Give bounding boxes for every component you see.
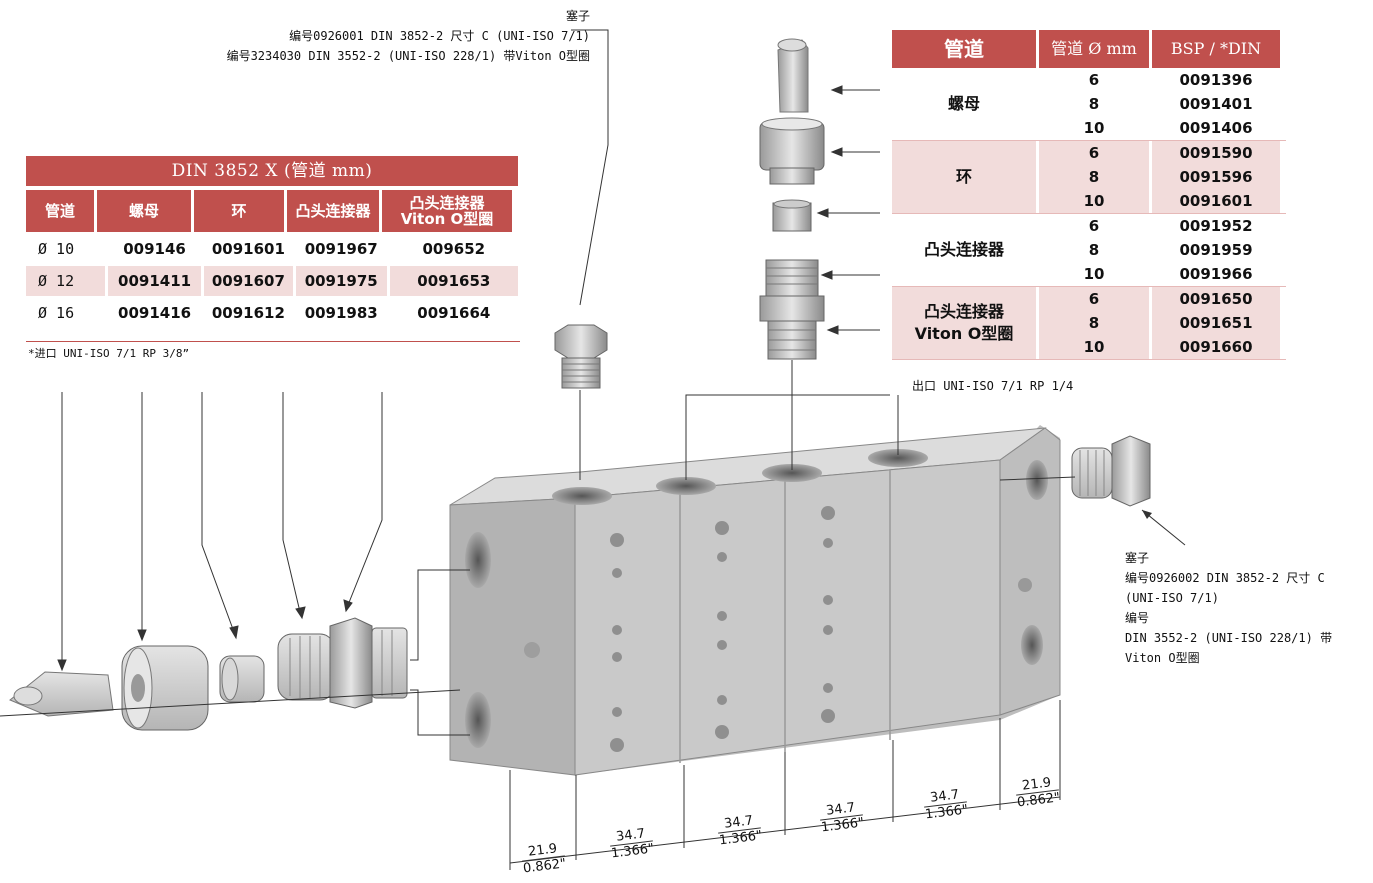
group-sizes: 6 8 10 [1039,68,1149,140]
table-cell: 0091416 [118,304,192,322]
group-sizes: 6 8 10 [1039,141,1149,213]
right-table-header: 管道 管道 Ø mm BSP / *DIN [892,30,1286,68]
code-cell: 0091401 [1179,95,1253,113]
dimension-lines [509,700,1061,870]
group-codes: 0091650 0091651 0091660 [1152,287,1280,359]
table-cell: 009652 [422,240,486,258]
size-cell: 8 [1088,168,1100,186]
code-cell: 0091590 [1179,144,1253,162]
top-plug-line1: 编号0926001 DIN 3852-2 尺寸 C (UNI-ISO 7/1) [289,29,590,43]
code-cell: 0091396 [1179,71,1253,89]
right-table-note: 出口 UNI-ISO 7/1 RP 1/4 [912,379,1074,393]
left-table-header: 管道 螺母 环 凸头连接器 凸头连接器 Viton O型圈 [26,190,518,232]
size-cell: 8 [1088,314,1100,332]
right-header-pipe: 管道 [892,30,1036,68]
group-sizes: 6 8 10 [1039,287,1149,359]
code-cell: 0091650 [1179,290,1253,308]
top-plug-title: 塞子 [565,9,590,23]
table-cell: Ø 10 [38,240,75,258]
left-header-male-connector: 凸头连接器 [287,190,379,232]
group-name: 凸头连接器 Viton O型圈 [892,287,1036,359]
top-plug-annotation: 塞子 编号0926001 DIN 3852-2 尺寸 C (UNI-ISO 7/… [150,6,590,66]
table-cell: 0091664 [417,304,491,322]
right-plug-line5: Viton O型圈 [1125,651,1200,665]
table-cell: 0091612 [211,304,285,322]
code-cell: 0091596 [1179,168,1253,186]
size-cell: 10 [1083,265,1105,283]
right-header-diameter: 管道 Ø mm [1039,30,1149,68]
size-cell: 6 [1088,144,1100,162]
table-cell: 009146 [123,240,186,258]
code-cell: 0091601 [1179,192,1253,210]
dimension-label: 34.7 1.366" [922,786,969,823]
right-plug [1071,435,1151,507]
code-cell: 0091952 [1179,217,1253,235]
code-cell: 0091966 [1179,265,1253,283]
left-parts-table: DIN 3852 X (管道 mm) 管道 螺母 环 凸头连接器 凸头连接器 V… [26,156,518,328]
group-name: 环 [892,141,1036,213]
code-cell: 0091660 [1179,338,1253,356]
vertical-fitting-stack [759,38,825,360]
left-header-male-connector-oring: 凸头连接器 Viton O型圈 [382,190,512,232]
table-cell: 0091653 [389,266,518,296]
table-cell: 0091975 [295,266,387,296]
group-codes: 0091952 0091959 0091966 [1152,214,1280,286]
size-cell: 6 [1088,290,1100,308]
left-header-pipe: 管道 [26,190,94,232]
top-plug [554,324,608,389]
dimension-label: 34.7 1.366" [608,825,655,862]
size-cell: 10 [1083,119,1105,137]
right-plug-line2: (UNI-ISO 7/1) [1125,591,1219,605]
right-parts-table: 管道 管道 Ø mm BSP / *DIN 螺母 6 8 10 0091396 … [892,30,1286,360]
left-table-rule [26,341,520,342]
dimension-label: 34.7 1.366" [818,799,865,836]
dimension-label: 21.9 0.862" [1014,774,1061,811]
right-plug-line4: DIN 3552-2 (UNI-ISO 228/1) 带 [1125,631,1333,645]
size-cell: 8 [1088,95,1100,113]
right-header-bsp: BSP / *DIN [1152,30,1280,68]
right-plug-line1: 编号0926002 DIN 3852-2 尺寸 C [1125,571,1325,585]
table-cell: 0091607 [203,266,293,296]
right-table-group: 环 6 8 10 0091590 0091596 0091601 [892,141,1286,214]
group-name: 螺母 [947,94,980,113]
right-plug-line3: 编号 [1125,611,1150,625]
size-cell: 6 [1088,71,1100,89]
table-row: Ø 12 0091411 0091607 0091975 0091653 [26,266,518,296]
table-cell: Ø 12 [26,266,106,296]
right-table-group: 螺母 6 8 10 0091396 0091401 0091406 [892,68,1286,141]
size-cell: 6 [1088,217,1100,235]
left-table-note: *进口 UNI-ISO 7/1 RP 3/8” [28,347,190,360]
size-cell: 10 [1083,338,1105,356]
code-cell: 0091651 [1179,314,1253,332]
table-row: Ø 16 0091416 0091612 0091983 0091664 [26,298,518,328]
table-cell: 0091983 [304,304,378,322]
horizontal-fitting-stack [9,617,408,731]
code-cell: 0091959 [1179,241,1253,259]
right-table-group: 凸头连接器 Viton O型圈 6 8 10 0091650 0091651 0… [892,287,1286,360]
left-table-title: DIN 3852 X (管道 mm) [26,156,518,186]
table-cell: 0091967 [304,240,378,258]
size-cell: 8 [1088,241,1100,259]
group-codes: 0091590 0091596 0091601 [1152,141,1280,213]
group-name: 凸头连接器 [923,240,1004,259]
table-cell: Ø 16 [38,304,75,322]
table-row: Ø 10 009146 0091601 0091967 009652 [26,234,518,264]
left-header-nut: 螺母 [97,190,191,232]
dimension-label: 34.7 1.366" [716,812,763,849]
top-plug-line2: 编号3234030 DIN 3552-2 (UNI-ISO 228/1) 带Vi… [226,49,590,63]
right-table-group: 凸头连接器 6 8 10 0091952 0091959 0091966 [892,214,1286,287]
group-sizes: 6 8 10 [1039,214,1149,286]
group-codes: 0091396 0091401 0091406 [1152,68,1280,140]
left-header-ring: 环 [194,190,284,232]
size-cell: 10 [1083,192,1105,210]
code-cell: 0091406 [1179,119,1253,137]
table-cell: 0091601 [211,240,285,258]
manifold-block [449,425,1061,776]
dimension-label: 21.9 0.862" [520,840,567,877]
right-plug-title: 塞子 [1125,551,1150,565]
table-cell: 0091411 [108,266,201,296]
right-plug-annotation: 塞子 编号0926002 DIN 3852-2 尺寸 C (UNI-ISO 7/… [1125,548,1370,668]
